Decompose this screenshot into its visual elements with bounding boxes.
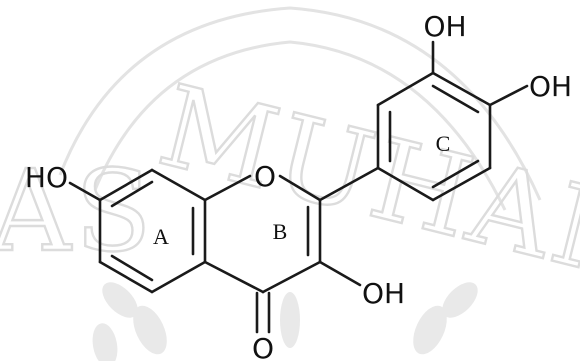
atom-oh-ring-b: OH [362,277,405,310]
bond-a-top-left [98,168,154,202]
atom-ho-left: HO [25,161,68,194]
bond-b-bottom-right [261,260,322,294]
bond-c-double-top [431,84,480,114]
watermark-leaf [92,323,118,361]
ring-label-a: A [153,224,169,249]
bond-c-top-left [376,71,435,107]
watermark-leaf [413,305,447,355]
bond-a-bottom-left [98,260,154,294]
atom-ketone-oxygen: O [252,332,274,361]
bond-oh-ring-b [318,260,362,287]
ring-labels: A B C [153,131,450,249]
atom-labels: HO O O OH OH OH [25,10,572,361]
bonds [68,40,529,334]
atom-oh-right: OH [529,70,572,103]
bond-c-bottom-right [431,166,492,202]
bond-b-o-left [203,174,252,202]
bond-a-double-bottom [110,254,154,282]
bond-b-bottom-left [203,260,265,294]
bond-a-bottom-right [150,260,207,294]
watermark-leaf [442,282,478,318]
watermark-text-main: MUHAMMA [148,61,580,361]
bond-c-bottom-left [376,166,435,202]
bond-c-top-right [431,71,492,107]
bond-ho-left [68,181,102,202]
watermark-arc [58,6,542,201]
bond-c-double-bottom [431,159,480,189]
bond-a-double-top [110,180,154,208]
watermark-leaf [102,282,138,318]
watermark-text-left: AS [0,147,156,277]
bond-b-c-link [318,166,380,202]
bond-b-o-right [278,174,322,202]
ring-label-b: B [273,219,288,244]
atom-oh-top: OH [423,10,466,43]
bond-a-top-right [150,168,207,202]
watermark-arc-inner [93,40,507,211]
watermark: AS MUHAMMA [0,6,580,361]
bond-oh-right [488,84,529,107]
watermark-leaf [280,292,300,348]
watermark-leaves [92,282,478,361]
ring-label-c: C [436,131,451,156]
atom-ring-oxygen: O [254,160,276,193]
watermark-leaf [133,305,167,355]
